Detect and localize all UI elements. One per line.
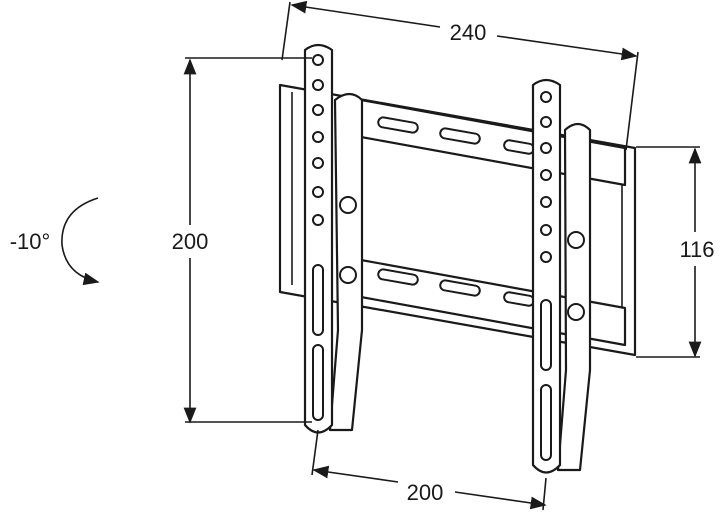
svg-text:200: 200 xyxy=(407,480,444,505)
svg-text:240: 240 xyxy=(450,20,487,45)
screw-icon xyxy=(567,231,585,249)
rail-slots-top xyxy=(377,116,535,155)
right-bracket-arm xyxy=(531,78,592,474)
svg-text:-10°: -10° xyxy=(10,229,51,254)
rotate-arrow-icon xyxy=(61,197,100,286)
left-bracket-arm xyxy=(303,43,364,434)
screw-icon xyxy=(339,266,357,284)
dimension-width-bottom: 200 xyxy=(311,429,547,511)
rail-slots-bottom xyxy=(377,268,535,307)
dimension-width-top: 240 xyxy=(281,0,639,151)
tilt-indicator: -10° xyxy=(10,197,100,286)
screw-icon xyxy=(567,303,585,321)
screw-icon xyxy=(339,196,357,214)
dimension-height-left: 200 xyxy=(172,57,312,424)
svg-text:200: 200 xyxy=(172,229,209,254)
svg-text:116: 116 xyxy=(679,237,714,262)
dimension-height-right: 116 xyxy=(636,146,715,358)
